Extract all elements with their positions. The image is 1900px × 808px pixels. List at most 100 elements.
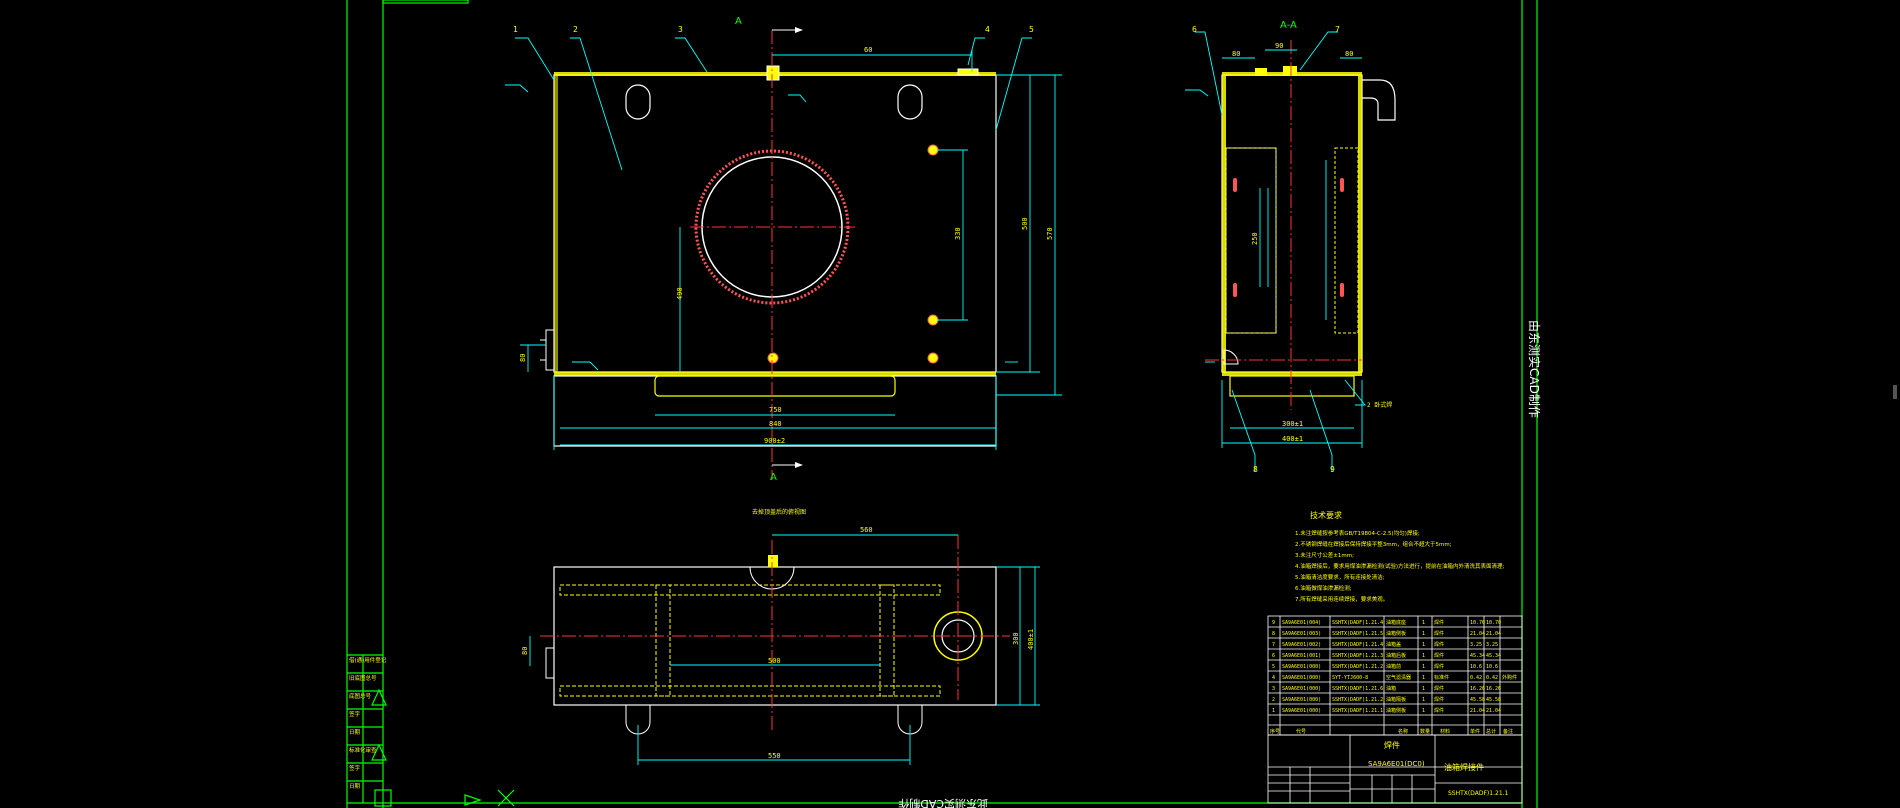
dim-label: 300 (1012, 632, 1020, 645)
parts-cell-code: SA9A6E01(001) (1282, 653, 1321, 659)
parts-cell-drawing: SSHTX(DADF)1.21.2 (1332, 697, 1383, 703)
right-strip-text: 由东测实CAD制作 (1527, 320, 1542, 418)
balloon-number: 2 (573, 25, 578, 34)
plan-rail-bottom (559, 685, 941, 697)
parts-cell-note: 外购件 (1502, 674, 1517, 681)
parts-cell-drawing: SSHTX(DADF)1.21.4 (1332, 620, 1383, 626)
dim-label: 80 (519, 354, 527, 362)
side-bottom-weld (1222, 372, 1362, 376)
dim-label: 300±1 (1282, 420, 1303, 428)
parts-cell-drawing: SSHTX(DADF)1.21.2 (1332, 664, 1383, 670)
balloon-number: 9 (1330, 465, 1335, 474)
bolt-hole (927, 144, 939, 156)
parts-header-cell: 名称 (1398, 728, 1408, 735)
parts-header-cell: 材料 (1440, 728, 1450, 735)
side-hole (1233, 283, 1237, 297)
parts-cell-code: SA9A6E01(002) (1282, 642, 1321, 648)
dim-label: 840 (769, 420, 782, 428)
parts-cell-w1: 45.34 (1470, 653, 1485, 659)
title-block-text: 焊件 SA9A6E01(DC0) 油箱焊接件 SSHTX(DADF)1.21.1 (1368, 740, 1509, 797)
parts-cell-w1: 21.04 (1470, 631, 1485, 637)
balloon-number: 8 (1253, 465, 1258, 474)
left-strip-label: 底图总号 (349, 692, 372, 700)
dim-label: 330 (954, 227, 962, 240)
parts-cell-drawing: SSHTX(DADF)1.21.6 (1332, 686, 1383, 692)
balloon-number: 3 (678, 25, 683, 34)
bottom-weld-band (554, 372, 996, 376)
tech-requirement-item: 4.油箱焊接后，要求用煤油渗漏检测(试验)方法进行，提前在油箱内外清洗其表面清理… (1295, 562, 1505, 570)
dim-label: 400±1 (1027, 629, 1035, 650)
side-body-outline (1221, 74, 1363, 373)
bolt-hole (767, 352, 779, 364)
section-title: A-A (1280, 20, 1297, 31)
bolt-hole (927, 352, 939, 364)
drawing-frame (346, 0, 1538, 808)
dim-label: 900±2 (764, 437, 785, 445)
front-balloon-labels: 1 2 3 4 5 (513, 25, 1034, 34)
balloon-number: 1 (513, 25, 518, 34)
plan-view-title: 去掉顶盖后的俯视图 (752, 508, 806, 516)
side-base (1229, 375, 1355, 397)
parts-cell-material: 焊件 (1434, 685, 1444, 692)
title-block-name: 油箱焊接件 (1444, 762, 1484, 772)
side-hole (1340, 178, 1344, 192)
dim-label: 250 (1251, 232, 1259, 245)
left-strip-label: 签字 (349, 764, 361, 772)
bolt-hole (927, 314, 939, 326)
parts-cell-no: 5 (1272, 664, 1275, 670)
dim-label: 750 (769, 406, 782, 414)
parts-cell-w2: 21.04 (1486, 631, 1501, 637)
plan-fitting-left (545, 647, 555, 679)
parts-cell-material: 标准件 (1434, 674, 1449, 681)
balloon-number: 6 (1192, 25, 1197, 34)
balloon-number: 4 (985, 25, 990, 34)
parts-cell-qty: 1 (1422, 686, 1425, 692)
balloon-number: 5 (1029, 25, 1034, 34)
dim-label: 490 (676, 287, 684, 300)
parts-cell-material: 焊件 (1434, 707, 1444, 714)
parts-cell-name: 油箱后板 (1386, 652, 1406, 659)
parts-header-cell: 单件 (1470, 728, 1480, 735)
parts-cell-w2: 16.26 (1486, 686, 1501, 692)
parts-cell-w2: 10.6 (1486, 664, 1498, 670)
parts-cell-name: 油箱底座 (1386, 619, 1406, 626)
parts-cell-no: 4 (1272, 675, 1275, 681)
parts-cell-w2: 21.04 (1486, 708, 1501, 714)
parts-cell-qty: 1 (1422, 653, 1425, 659)
parts-cell-qty: 1 (1422, 708, 1425, 714)
plan-view: 去掉顶盖后的俯视图 (540, 508, 1010, 735)
parts-cell-code: SA9A6E01(003) (1282, 631, 1321, 637)
parts-header-cell: 序号 (1270, 728, 1280, 735)
parts-cell-w1: 10.6 (1470, 664, 1482, 670)
bottom-strip-text: 此东测实CAD制作 (898, 797, 988, 808)
plan-rail-top (559, 584, 941, 596)
base-slot (654, 375, 896, 397)
left-weld-strip (554, 76, 558, 372)
drain-fitting-icon (545, 329, 555, 371)
section-marker-top: A (735, 16, 742, 27)
parts-cell-w1: 45.58 (1470, 697, 1485, 703)
plan-dimensions (529, 534, 1040, 765)
parts-cell-name: 油箱侧板 (1386, 630, 1406, 637)
parts-cell-w2: 45.58 (1486, 697, 1501, 703)
title-block (1267, 734, 1523, 804)
title-block-code: SA9A6E01(DC0) (1368, 760, 1425, 768)
parts-cell-no: 9 (1272, 620, 1275, 626)
parts-cell-no: 3 (1272, 686, 1275, 692)
parts-cell-code: SA9A6E01(000) (1282, 664, 1321, 670)
filler-cap-icon (957, 68, 979, 76)
side-dim-labels: 80 90 80 300±1 400±1 250 (1232, 42, 1353, 443)
parts-cell-material: 焊件 (1434, 696, 1444, 703)
side-baffle-right (1334, 147, 1359, 334)
parts-cell-no: 6 (1272, 653, 1275, 659)
parts-cell-name: 油箱隔板 (1386, 696, 1406, 703)
parts-cell-code: SA9A6E01(004) (1282, 620, 1321, 626)
parts-cell-drawing: SSHTX(DADF)1.21.5 (1332, 631, 1383, 637)
parts-cell-w1: 21.04 (1470, 708, 1485, 714)
parts-cell-drawing: SSHTX(DADF)1.21.4 (1332, 642, 1383, 648)
parts-cell-name: 油箱前 (1386, 663, 1401, 670)
parts-cell-material: 焊件 (1434, 641, 1444, 648)
plan-rib-left (655, 584, 671, 697)
dim-label: 500 (768, 657, 781, 665)
